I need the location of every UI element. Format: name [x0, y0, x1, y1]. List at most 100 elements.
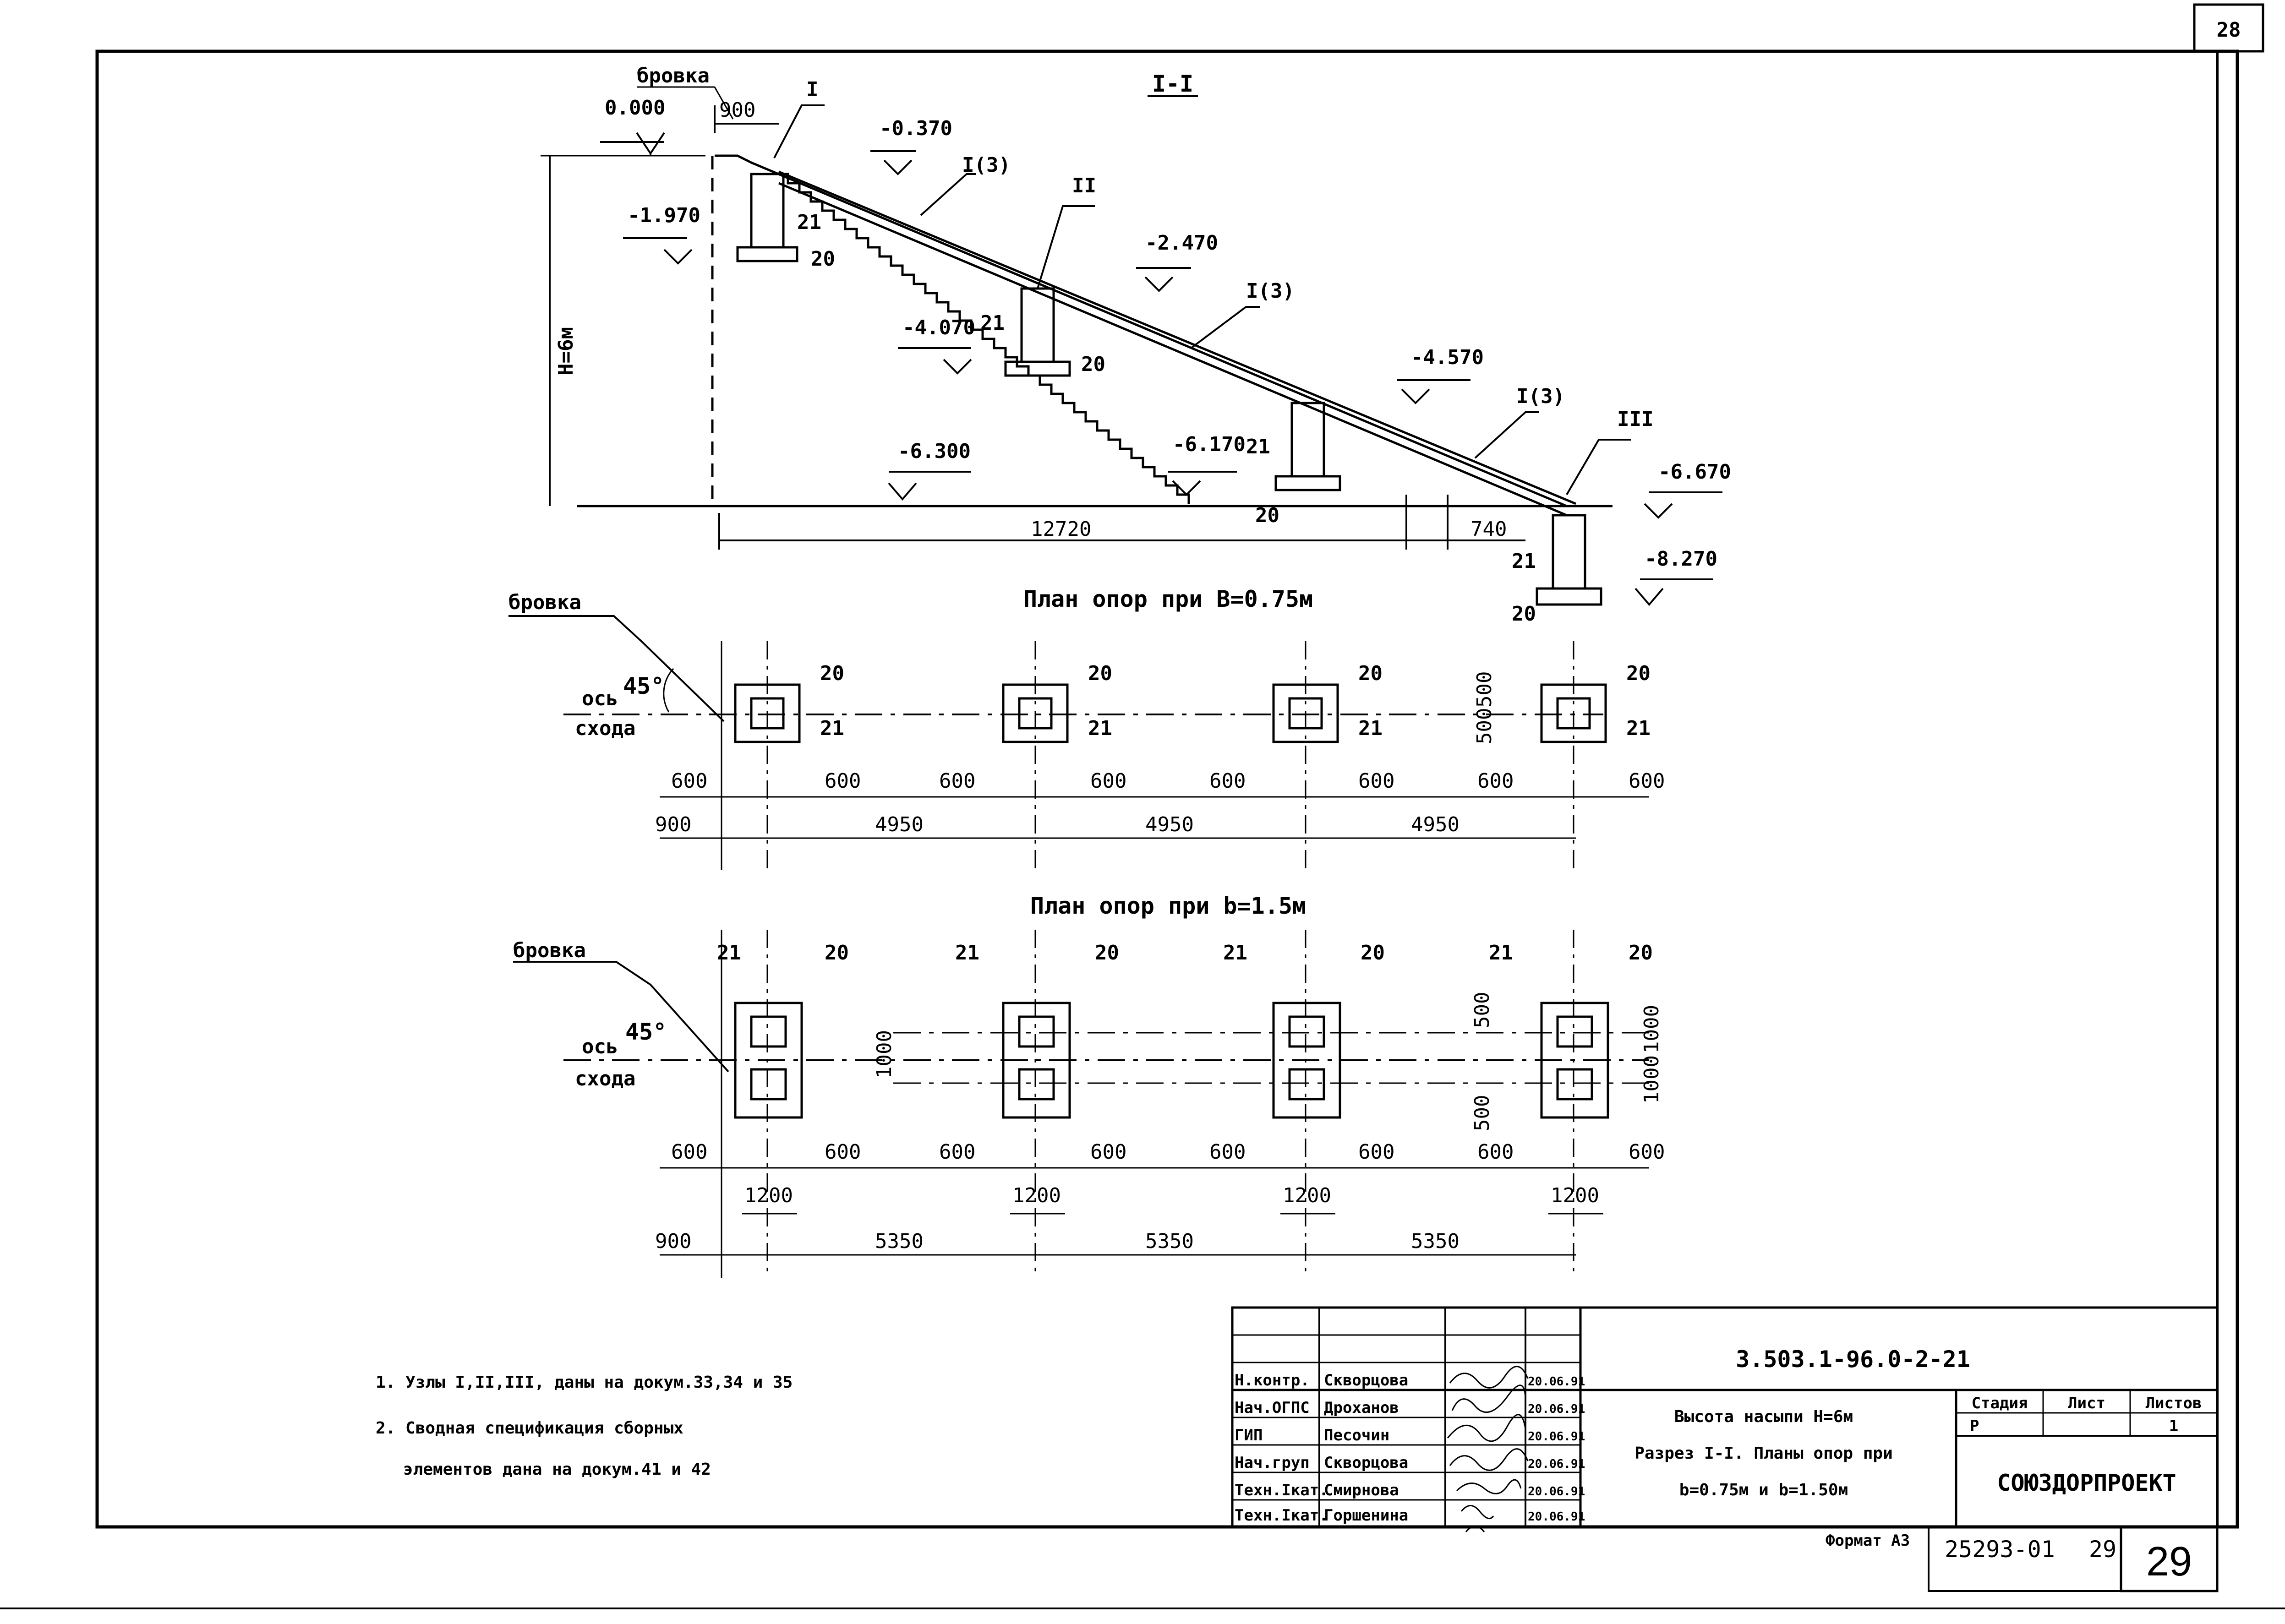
sheets-value: 1 — [2169, 1417, 2178, 1435]
staff-role: Техн.Iкат. — [1235, 1506, 1328, 1525]
dim-top: 900 — [719, 98, 755, 122]
section-i-i: I-I — [541, 64, 1731, 626]
support-label: 21 — [1489, 941, 1513, 965]
dim-end: 740 — [1470, 518, 1507, 541]
plan2-rdim-1: 500 — [1470, 992, 1494, 1028]
chain-dim: 4950 — [875, 813, 924, 836]
plan1-brovka: бровка — [508, 591, 581, 614]
staff-date: 20.06.91 — [1528, 1485, 1585, 1499]
elev-3: -2.470 — [1145, 231, 1218, 255]
staff-name: Смирнова — [1324, 1481, 1399, 1499]
width-dim: 1200 — [744, 1184, 793, 1207]
signature — [1447, 1414, 1526, 1442]
plan2-rdim-2: 500 — [1470, 1095, 1494, 1131]
plan1-axis-1: ось — [582, 687, 618, 710]
note-2: 2. Сводная спецификация сборных — [376, 1419, 683, 1438]
sheet-frame — [0, 49, 2285, 1609]
chain-dim: 5350 — [875, 1230, 924, 1253]
staff-name: Песочин — [1324, 1426, 1389, 1444]
staff-row: ГИП Песочин 20.06.91 — [1235, 1414, 1585, 1444]
elem-label: 21 — [797, 211, 821, 234]
side-dim: 600 — [671, 769, 707, 793]
plan2-chain: 900 5350 5350 5350 — [655, 1230, 1460, 1253]
doc-code: 3.503.1-96.0-2-21 — [1736, 1346, 1970, 1373]
staff-row: Нач.ОГПС Дроханов 20.06.91 — [1235, 1384, 1585, 1417]
support-label: 21 — [1223, 941, 1247, 965]
plan1-vdim-2: 500 — [1473, 708, 1496, 744]
staff-role: Нач.ОГПС — [1235, 1399, 1310, 1417]
elev-2: -1.970 — [628, 204, 700, 227]
staff-role: Нач.груп — [1235, 1454, 1310, 1472]
signature — [1449, 1448, 1529, 1471]
width-dim: 1200 — [1283, 1184, 1331, 1207]
sheets-header: Листов — [2146, 1394, 2202, 1412]
width-dim: 1200 — [1551, 1184, 1599, 1207]
plan1-title: План опор при B=0.75м — [1023, 586, 1313, 612]
plan-1: План опор при B=0.75м бровка ось схода 4… — [508, 586, 1665, 870]
side-dim: 600 — [1358, 1140, 1394, 1164]
chain-dim: 900 — [655, 1230, 691, 1253]
plan2-supports — [734, 1002, 1609, 1119]
support-label: 20 — [820, 662, 844, 685]
height-label: H=6м — [554, 327, 578, 376]
side-dim: 600 — [1477, 769, 1514, 793]
side-dim: 600 — [1477, 1140, 1514, 1164]
elem-label: 20 — [1081, 353, 1105, 376]
plan1-labels: 20 21 20 21 20 21 20 21 — [820, 662, 1651, 740]
notes: 1. Узлы I,II,III, даны на докум.33,34 и … — [376, 1373, 793, 1479]
chain-dim: 5350 — [1411, 1230, 1460, 1253]
elev-4: -4.070 — [902, 316, 975, 339]
node-1-label: I — [806, 78, 819, 101]
plan2-left-dim: 1000 — [873, 1030, 896, 1079]
support-label: 21 — [1626, 717, 1651, 740]
side-dim: 600 — [825, 769, 861, 793]
support-label: 20 — [1095, 941, 1119, 965]
staff-date: 20.06.91 — [1528, 1375, 1585, 1389]
section-supports — [736, 173, 1602, 606]
element-labels: 21 20 21 20 21 20 21 20 — [797, 211, 1536, 626]
elev-1: -0.370 — [880, 117, 952, 140]
flight-label-2: I(3) — [1246, 279, 1295, 303]
support-label: 20 — [1361, 941, 1385, 965]
side-dim: 600 — [1209, 769, 1246, 793]
sheet-header: Лист — [2068, 1394, 2105, 1412]
section-brovka-label: бровка — [637, 64, 710, 87]
plan2-brovka: бровка — [513, 939, 586, 962]
note-3: элементов дана на докум.41 и 42 — [403, 1460, 711, 1479]
dim-base: 12720 — [1031, 518, 1091, 541]
side-dim: 600 — [1358, 769, 1394, 793]
elev-7: -6.300 — [898, 440, 971, 463]
elem-label: 21 — [1246, 435, 1270, 458]
support-label: 20 — [825, 941, 849, 965]
side-dim: 600 — [671, 1140, 707, 1164]
side-dim: 600 — [1629, 1140, 1665, 1164]
plan2-labels: 21 20 21 20 21 20 21 20 — [717, 941, 1653, 965]
width-dim: 1200 — [1012, 1184, 1061, 1207]
stage-header: Стадия — [1972, 1394, 2028, 1412]
staff-date: 20.06.91 — [1528, 1402, 1585, 1416]
plan1-vdim-1: 500 — [1473, 671, 1496, 708]
signature — [1456, 1479, 1522, 1494]
staff-name: Дроханов — [1324, 1399, 1399, 1417]
node-3-label: III — [1617, 408, 1653, 431]
desc-line-2: Разрез I-I. Планы опор при — [1634, 1444, 1893, 1463]
elem-label: 20 — [811, 247, 835, 271]
side-dim: 600 — [1090, 1140, 1126, 1164]
staff-rows: Н.контр. Скворцова 20.06.91 Нач.ОГПС Дро… — [1235, 1366, 1585, 1532]
elev-0: 0.000 — [605, 96, 665, 120]
support-label: 21 — [1088, 717, 1112, 740]
elevation-labels: 0.000 -0.370 -1.970 -2.470 -4.070 -4.570… — [605, 96, 1731, 571]
plan2-title: План опор при b=1.5м — [1030, 893, 1306, 919]
bottom-page-number: 29 — [2146, 1539, 2192, 1585]
support-label: 21 — [955, 941, 979, 965]
support-label: 21 — [717, 941, 741, 965]
staff-row: Н.контр. Скворцова 20.06.91 — [1235, 1366, 1585, 1390]
plan2-rdim-3: 1000 — [1640, 1005, 1663, 1053]
side-dim: 600 — [825, 1140, 861, 1164]
support-label: 20 — [1358, 662, 1383, 685]
format-label: Формат А3 — [1826, 1531, 1910, 1550]
elevation-markers — [600, 132, 1722, 606]
corner-page-box: 28 — [2193, 3, 2264, 53]
chain-dim: 5350 — [1145, 1230, 1194, 1253]
